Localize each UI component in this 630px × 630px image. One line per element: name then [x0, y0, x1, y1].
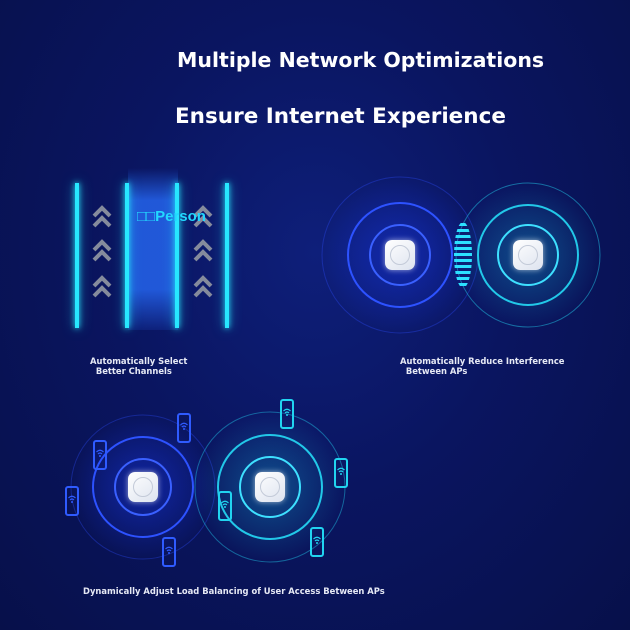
channel-lane-line: [225, 183, 229, 328]
access-point-icon: [513, 240, 543, 270]
headline-line-2: Ensure Internet Experience: [175, 104, 506, 129]
channel-lane-line: [175, 183, 179, 328]
phone-wifi-icon: [218, 491, 232, 521]
phone-wifi-icon: [93, 440, 107, 470]
access-point-icon: [385, 240, 415, 270]
chevron-up-icon: [92, 205, 112, 298]
phone-wifi-icon: [162, 537, 176, 567]
access-point-icon: [128, 472, 158, 502]
access-point-icon: [255, 472, 285, 502]
feature-caption-load-balancing: Dynamically Adjust Load Balancing of Use…: [83, 586, 385, 596]
feature-caption-interference: Automatically Reduce Interference Betwee…: [400, 356, 565, 376]
phone-wifi-icon: [65, 486, 79, 516]
headline-line-1: Multiple Network Optimizations: [177, 48, 545, 72]
interference-illustration: [321, 176, 601, 334]
selected-channel-beam: [128, 168, 178, 330]
phone-wifi-icon: [280, 399, 294, 429]
phone-wifi-icon: [177, 413, 191, 443]
chevron-up-icon: [193, 205, 213, 298]
channel-label: □□Person: [137, 208, 206, 225]
channel-lane-line: [125, 183, 129, 328]
phone-wifi-icon: [310, 527, 324, 557]
phone-wifi-icon: [334, 458, 348, 488]
feature-caption-channels: Automatically Select Better Channels: [90, 356, 188, 376]
channel-lane-line: [75, 183, 79, 328]
interference-zone: [454, 222, 472, 288]
